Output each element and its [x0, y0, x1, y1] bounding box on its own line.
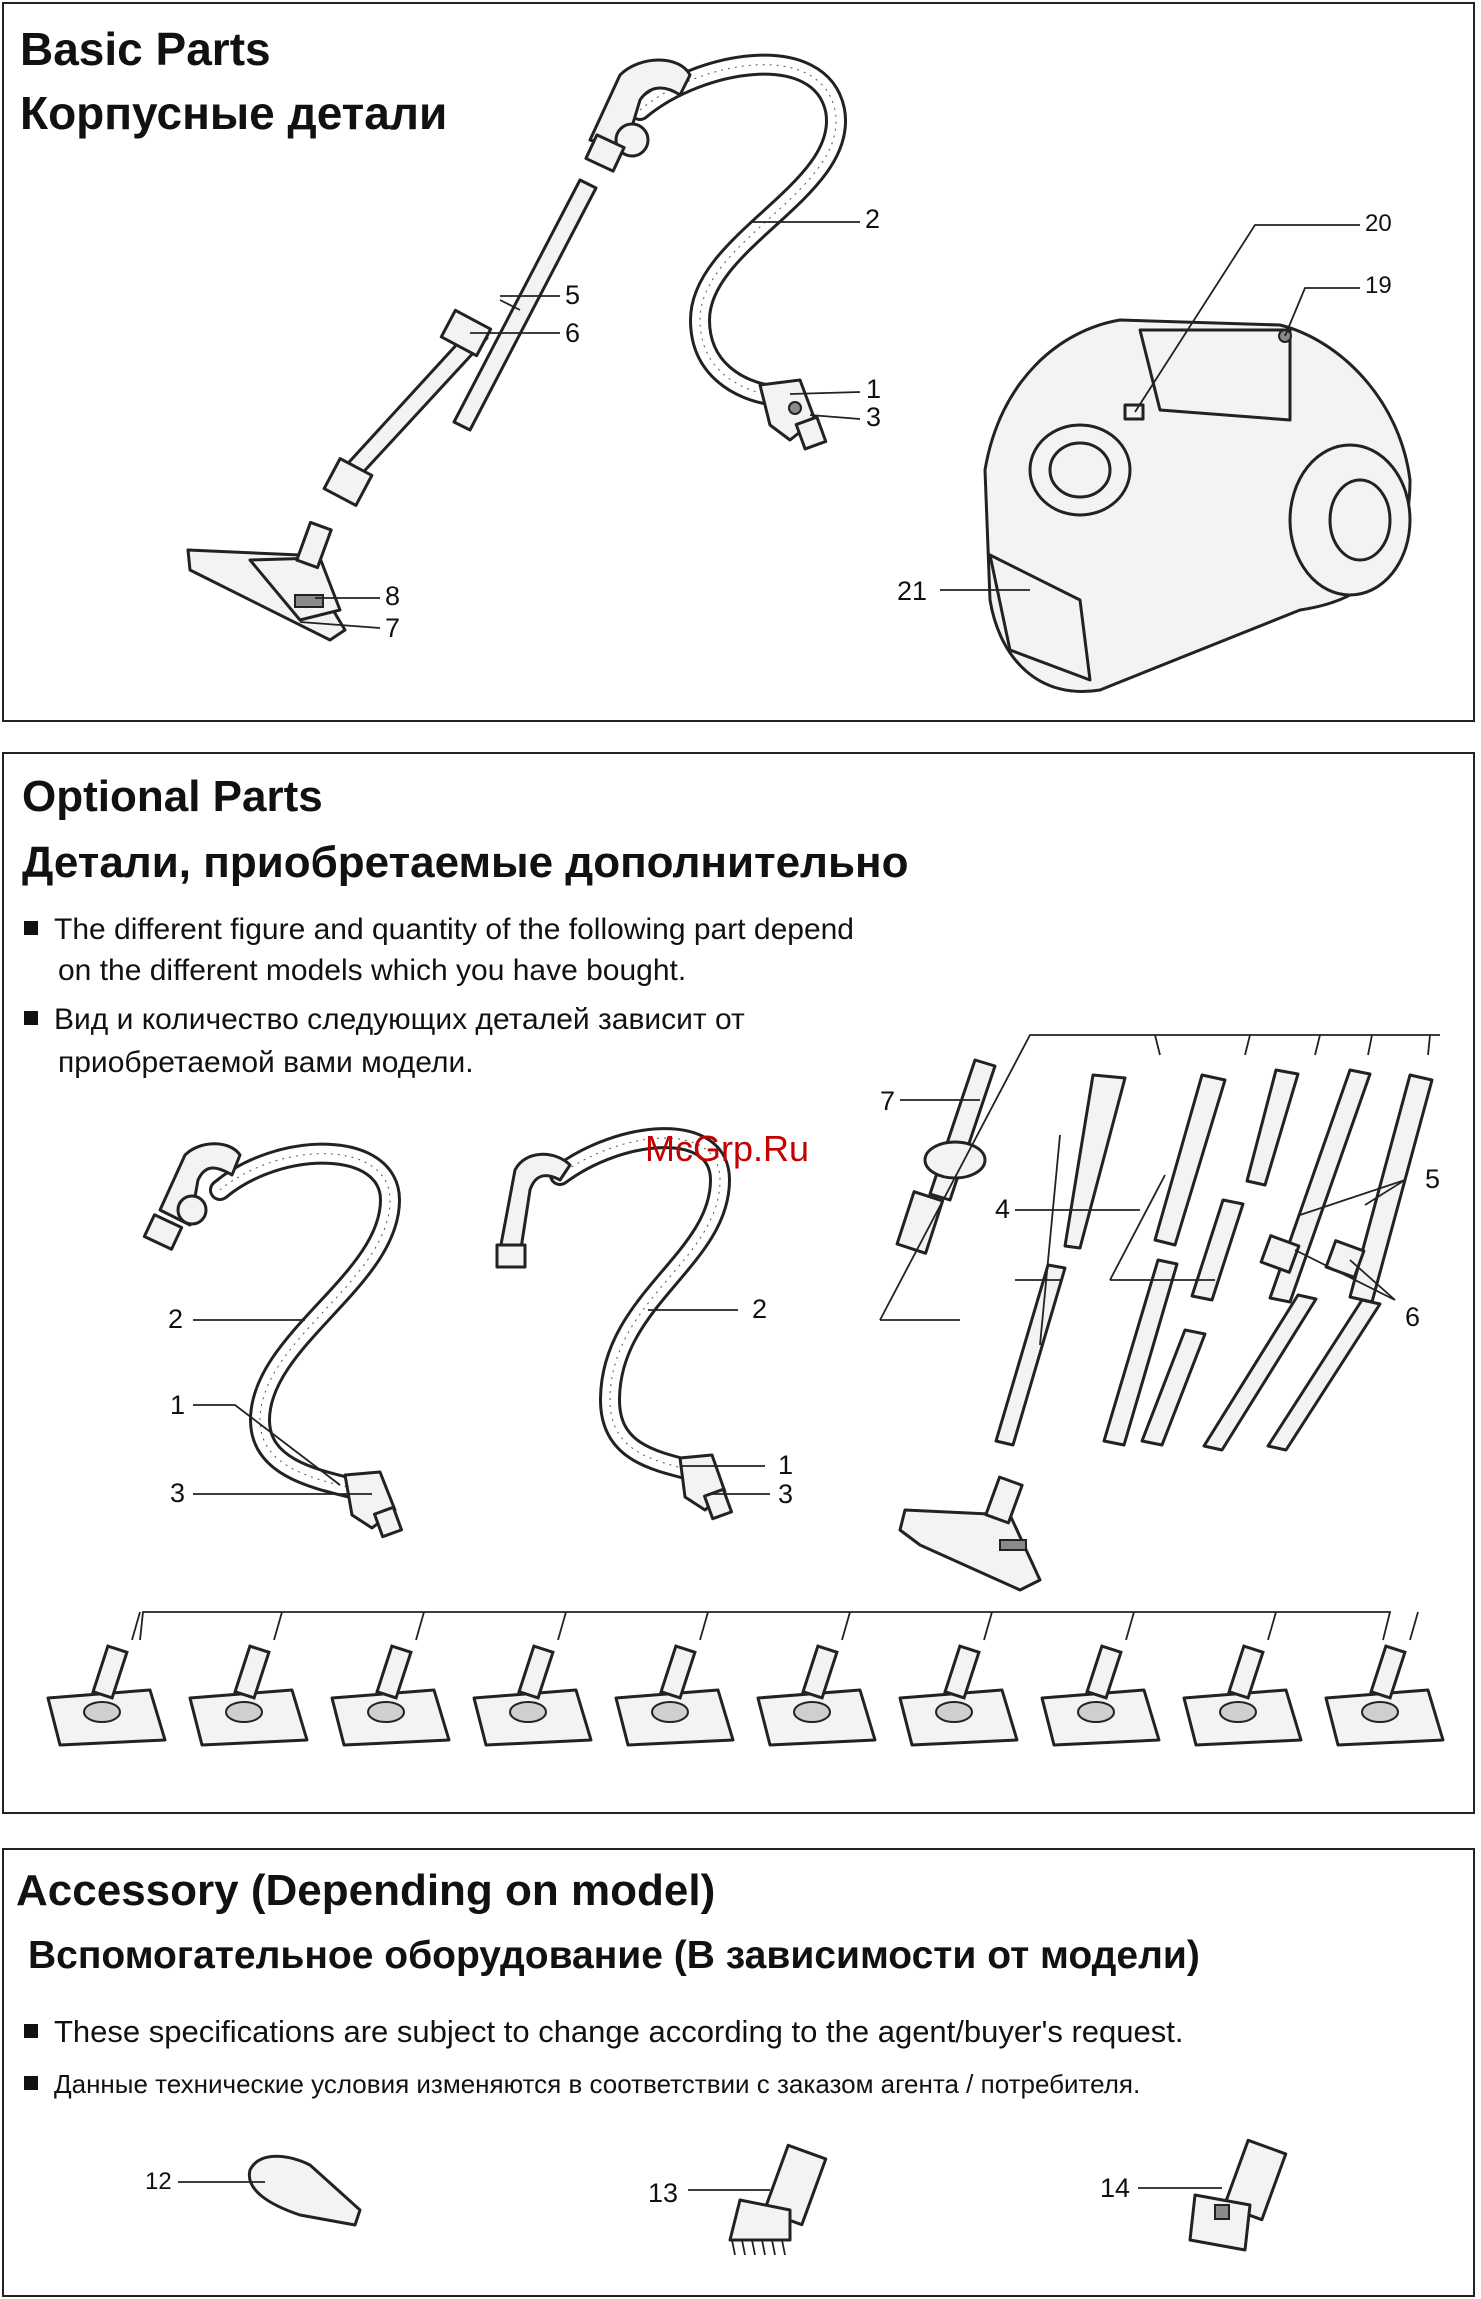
- opt-callout-3a: 3: [170, 1478, 186, 1508]
- basic-title-ru: Корпусные детали: [20, 87, 448, 139]
- opt-callout-2b: 2: [752, 1294, 768, 1324]
- bullet-square: [24, 921, 38, 936]
- bullet-text: Вид и количество следующих деталей завис…: [54, 1003, 745, 1036]
- callout-3: 3: [866, 402, 882, 432]
- bullet-square: [24, 1011, 38, 1026]
- basic-leader-lines: [299, 221, 1360, 629]
- optional-bullet-2: Вид и количество следующих деталей завис…: [24, 1000, 745, 1040]
- optional-title-en: Optional Parts: [22, 772, 323, 821]
- bullet-square: [24, 2023, 38, 2038]
- opt-callout-2a: 2: [168, 1304, 184, 1334]
- callout-7: 7: [385, 613, 401, 643]
- callout-19: 19: [1365, 272, 1392, 299]
- optional-parts-panel: [2, 752, 1475, 1814]
- optional-bullet-1: The different figure and quantity of the…: [24, 910, 854, 950]
- combo-tool: [1138, 2138, 1288, 2252]
- opt-callout-1b: 1: [778, 1450, 794, 1480]
- bullet-text: Данные технические условия изменяются в …: [54, 2069, 1141, 2099]
- optional-title-ru: Детали, приобретаемые дополнительно: [22, 838, 909, 887]
- basic-vacuum-body: [983, 318, 1412, 693]
- opt-callout-5: 5: [1425, 1164, 1441, 1194]
- basic-hose-handle: [584, 53, 847, 451]
- callout-21: 21: [897, 576, 928, 606]
- optional-pipes: [879, 1034, 1440, 1452]
- optional-floor-nozzle: [898, 1475, 1042, 1592]
- watermark: McGrp.Ru: [645, 1128, 810, 1169]
- callout-20: 20: [1365, 210, 1392, 237]
- optional-hose-b: [495, 1127, 734, 1521]
- basic-telescopic-pipe: [322, 178, 598, 507]
- optional-leader-lines: [193, 1309, 770, 1495]
- crevice-tool: [178, 2154, 362, 2227]
- optional-bullet-1-cont: on the different models which you have b…: [58, 954, 687, 987]
- opt-callout-1a: 1: [170, 1390, 186, 1420]
- bullet-square: [24, 2076, 38, 2091]
- callout-2: 2: [865, 204, 881, 234]
- optional-bullet-2-cont: приобретаемой вами модели.: [58, 1046, 474, 1079]
- callout-5: 5: [565, 280, 581, 310]
- dusting-brush-tool: [688, 2143, 828, 2256]
- accessory-bullet-1: These specifications are subject to chan…: [24, 2012, 1184, 2052]
- opt-callout-6: 6: [1405, 1302, 1421, 1332]
- nozzle-bracket: [139, 1611, 1392, 1641]
- basic-floor-nozzle: [186, 520, 347, 642]
- opt-callout-3b: 3: [778, 1479, 794, 1509]
- callout-8: 8: [385, 581, 401, 611]
- acc-callout-12: 12: [145, 2168, 172, 2195]
- opt-callout-7: 7: [880, 1086, 896, 1116]
- callout-1: 1: [866, 374, 882, 404]
- basic-title-en: Basic Parts: [20, 23, 271, 75]
- acc-callout-14: 14: [1100, 2173, 1131, 2203]
- accessory-title-ru: Вспомогательное оборудование (В зависимо…: [28, 1934, 1200, 1977]
- accessory-title-en: Accessory (Depending on model): [16, 1866, 716, 1915]
- opt-callout-4: 4: [995, 1194, 1011, 1224]
- callout-6: 6: [565, 318, 581, 348]
- bullet-text: These specifications are subject to chan…: [54, 2014, 1184, 2049]
- bullet-text: The different figure and quantity of the…: [54, 913, 854, 946]
- acc-callout-13: 13: [648, 2178, 679, 2208]
- accessory-bullet-2: Данные технические условия изменяются в …: [24, 2064, 1140, 2104]
- optional-hose-a: [142, 1142, 404, 1539]
